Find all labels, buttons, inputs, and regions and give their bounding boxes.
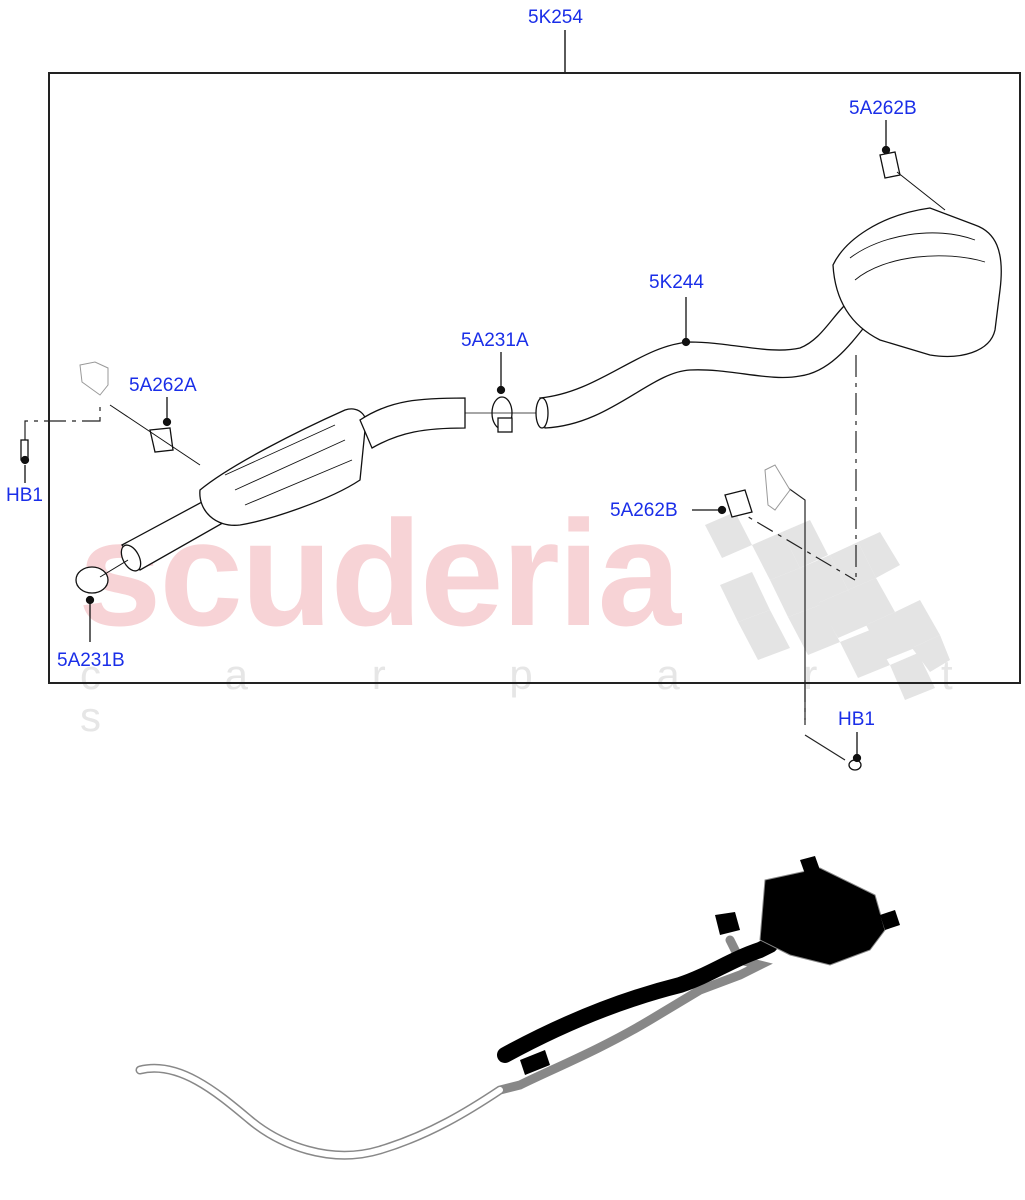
callout-HB1-right[interactable]: HB1: [838, 709, 875, 730]
assembly-frame: [48, 72, 1021, 684]
callout-5A262B-mid[interactable]: 5A262B: [610, 500, 678, 521]
callout-5K254[interactable]: 5K254: [528, 7, 583, 28]
callout-5A262A[interactable]: 5A262A: [129, 375, 197, 396]
callout-5K244[interactable]: 5K244: [649, 272, 704, 293]
bracket-outlines: [79, 361, 791, 511]
callout-5A231A[interactable]: 5A231A: [461, 330, 529, 351]
watermark-tagline: c a r p a r t s: [80, 651, 1009, 740]
callout-5A262B-top[interactable]: 5A262B: [849, 98, 917, 119]
callout-leaders: [20, 120, 891, 763]
exhaust-assembly-drawing: [20, 151, 1002, 771]
vehicle-locator-thumbnail: [135, 856, 900, 1160]
checkered-flag-watermark: [705, 512, 950, 700]
assembly-guide-lines: [24, 355, 857, 761]
callout-HB1-left[interactable]: HB1: [6, 485, 43, 506]
callout-5A231B[interactable]: 5A231B: [57, 650, 125, 671]
